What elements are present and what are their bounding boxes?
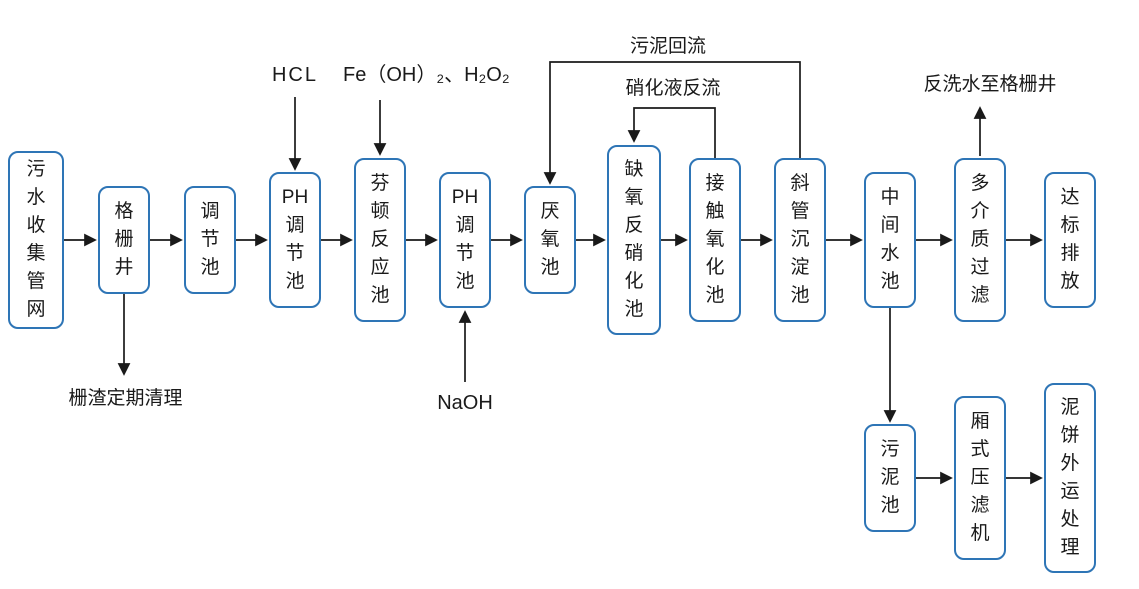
node-sewage-network: 污 水 收 集 管 网 — [8, 151, 64, 329]
node-label: PH 调 节 池 — [451, 187, 479, 292]
label-nitrification-backflow: 硝化液反流 — [625, 78, 721, 99]
node-label: 达 标 排 放 — [1060, 187, 1080, 292]
label-backwash-to-grid-well: 反洗水至格栅井 — [923, 74, 1057, 95]
label-naoh: NaOH — [437, 392, 493, 414]
node-intermediate-tank: 中 间 水 池 — [864, 172, 916, 308]
node-label: PH 调 节 池 — [281, 187, 309, 292]
label-grid-slag-cleaning: 栅渣定期清理 — [68, 388, 183, 409]
node-discharge: 达 标 排 放 — [1044, 172, 1096, 308]
node-label: 调 节 池 — [200, 201, 220, 278]
label-hcl: HCL — [271, 64, 318, 86]
node-anaerobic-tank: 厌 氧 池 — [524, 186, 576, 294]
node-chamber-filter-press: 厢 式 压 滤 机 — [954, 396, 1006, 560]
node-regulation-tank: 调 节 池 — [184, 186, 236, 294]
node-label: 缺 氧 反 硝 化 池 — [624, 159, 644, 320]
node-label: 厌 氧 池 — [540, 201, 560, 278]
node-label: 格 栅 井 — [114, 201, 134, 278]
node-inclined-tube-sedimentation-tank: 斜 管 沉 淀 池 — [774, 158, 826, 322]
node-label: 斜 管 沉 淀 池 — [790, 173, 810, 306]
node-multimedia-filter: 多 介 质 过 滤 — [954, 158, 1006, 322]
node-ph-adjust-2: PH 调 节 池 — [439, 172, 491, 308]
node-label: 厢 式 压 滤 机 — [970, 411, 990, 544]
node-anoxic-denitrification-tank: 缺 氧 反 硝 化 池 — [607, 145, 661, 335]
node-sludge-tank: 污 泥 池 — [864, 424, 916, 532]
label-fenton-reagent: Fe（OH）₂、H₂O₂ — [343, 64, 510, 86]
node-label: 污 泥 池 — [880, 439, 900, 516]
node-label: 接 触 氧 化 池 — [705, 173, 725, 306]
node-label: 污 水 收 集 管 网 — [26, 159, 46, 320]
label-sludge-return: 污泥回流 — [629, 36, 706, 57]
node-mudcake-disposal: 泥 饼 外 运 处 理 — [1044, 383, 1096, 573]
node-label: 中 间 水 池 — [880, 187, 900, 292]
node-ph-adjust-1: PH 调 节 池 — [269, 172, 321, 308]
node-label: 多 介 质 过 滤 — [970, 173, 990, 306]
node-contact-oxidation-tank: 接 触 氧 化 池 — [689, 158, 741, 322]
node-grid-well: 格 栅 井 — [98, 186, 150, 294]
node-fenton-tank: 芬 顿 反 应 池 — [354, 158, 406, 322]
node-label: 泥 饼 外 运 处 理 — [1060, 397, 1080, 558]
node-label: 芬 顿 反 应 池 — [370, 173, 390, 306]
